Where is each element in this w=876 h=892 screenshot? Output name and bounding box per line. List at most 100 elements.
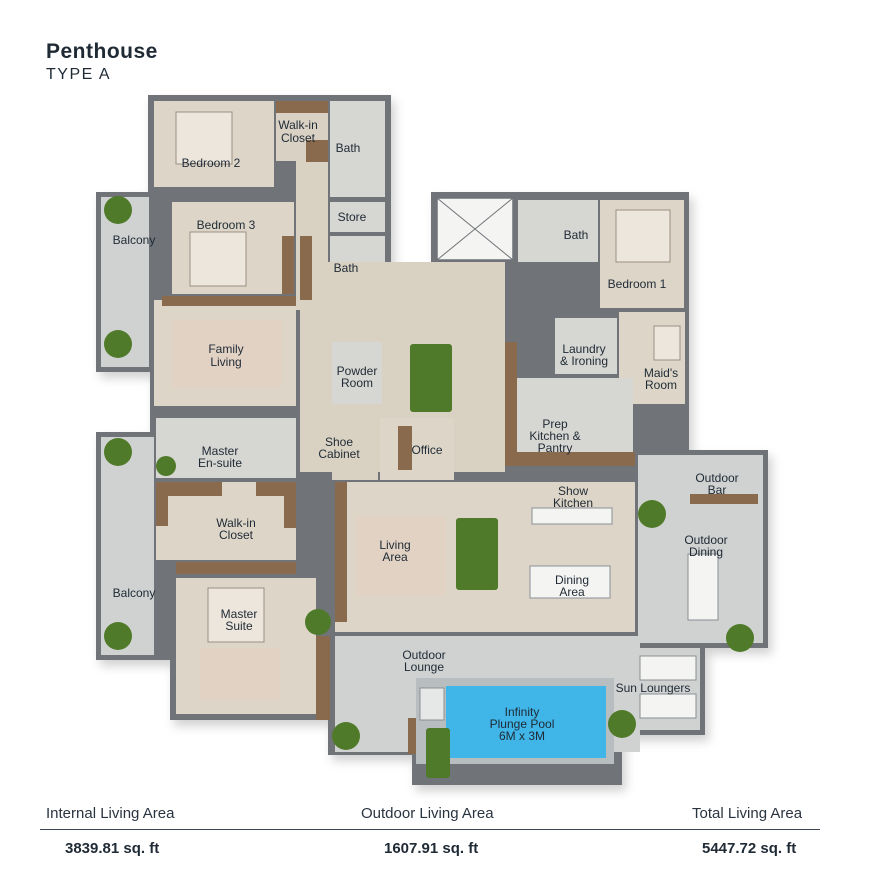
floor-master-ensuite <box>156 418 296 478</box>
stats-divider <box>40 829 820 830</box>
bed-bedroom-1 <box>615 209 671 263</box>
planter-living <box>456 518 498 590</box>
plant-terrace-b <box>332 722 360 750</box>
pool-water <box>446 686 606 758</box>
plant-outdoor-dining <box>726 624 754 652</box>
bedroom-3-wardrobe <box>282 236 294 294</box>
outdoor-dining-table <box>687 553 719 621</box>
floor-bath-top <box>330 101 385 197</box>
lift-shaft-cross-b <box>436 197 514 261</box>
outdoor-area-label: Outdoor Living Area <box>361 805 494 822</box>
bed-maids-room <box>653 325 681 361</box>
floor-powder-room <box>332 342 382 404</box>
label-bedroom-3: Bedroom 3 <box>197 218 256 232</box>
outdoor-floors <box>101 197 763 752</box>
pool <box>416 678 614 764</box>
family-rug <box>172 320 282 388</box>
wardrobe-d <box>284 482 296 528</box>
plant-balcony-c <box>104 438 132 466</box>
label-sun-loungers: Sun Loungers <box>616 681 691 695</box>
planter-hall <box>410 344 452 412</box>
label-office: Office <box>411 443 442 457</box>
total-area-label: Total Living Area <box>692 805 803 822</box>
internal-area-value: 3839.81 sq. ft <box>65 840 160 857</box>
label-bath-right: Bath <box>564 228 589 242</box>
wardrobe-a <box>156 482 168 526</box>
plant-ensuite <box>156 456 176 476</box>
label-balcony-top: Balcony <box>113 233 156 247</box>
floor-laundry <box>555 318 617 374</box>
joinery <box>156 101 758 754</box>
wardrobe-e <box>176 562 296 574</box>
plant-sun-loungers <box>608 710 636 738</box>
pool-steps <box>419 687 445 721</box>
planter-pool <box>426 728 450 778</box>
living-rug <box>356 516 446 596</box>
page-subtitle: TYPE A <box>46 66 112 83</box>
total-area-value: 5447.72 sq. ft <box>702 840 797 857</box>
floor-balcony-bottom <box>101 437 154 655</box>
label-store: Store <box>338 210 367 224</box>
dining-table <box>529 565 611 599</box>
page-title: Penthouse <box>46 40 158 63</box>
closet-joinery-side <box>306 140 328 162</box>
floor-bath-right <box>518 200 598 262</box>
plant-terrace-a <box>305 609 331 635</box>
label-balcony-bottom: Balcony <box>113 586 156 600</box>
closet-joinery-top <box>276 101 328 113</box>
label-laundry: Laundry& Ironing <box>560 342 608 368</box>
interior-floors <box>154 101 685 714</box>
shoe-joinery <box>335 482 347 622</box>
bed-bedroom-2 <box>175 111 233 165</box>
floor-office <box>380 418 454 480</box>
plant-outdoor-bar <box>638 500 666 528</box>
prep-counter <box>505 342 517 466</box>
office-desk <box>398 426 412 470</box>
planters <box>104 196 754 778</box>
terrace-bench <box>316 636 330 720</box>
label-bedroom-1: Bedroom 1 <box>608 277 667 291</box>
show-kitchen-island <box>531 507 613 525</box>
sun-lounger-a <box>639 655 697 681</box>
internal-area-label: Internal Living Area <box>46 805 175 822</box>
corridor-cabinet <box>300 236 312 300</box>
bed-bedroom-3 <box>189 231 247 287</box>
label-bedroom-2: Bedroom 2 <box>182 156 241 170</box>
bar-counter <box>690 494 758 504</box>
kitchen-dining <box>529 507 719 719</box>
plant-balcony-a <box>104 196 132 224</box>
floor-prep-kitchen <box>515 378 633 460</box>
beds <box>175 111 681 643</box>
outdoor-area-value: 1607.91 sq. ft <box>384 840 479 857</box>
label-bath-mid: Bath <box>334 261 359 275</box>
label-bath-top: Bath <box>336 141 361 155</box>
floor-store <box>330 202 385 232</box>
sun-lounger-b <box>639 693 697 719</box>
floor-shoe-cabinet <box>332 418 378 480</box>
wardrobe-b <box>168 482 222 496</box>
family-wall-unit <box>162 296 296 306</box>
master-rug <box>200 648 280 700</box>
prep-counter-bottom <box>505 452 635 466</box>
bed-master <box>207 587 265 643</box>
rugs <box>172 320 446 700</box>
plant-balcony-b <box>104 330 132 358</box>
plant-balcony-d <box>104 622 132 650</box>
